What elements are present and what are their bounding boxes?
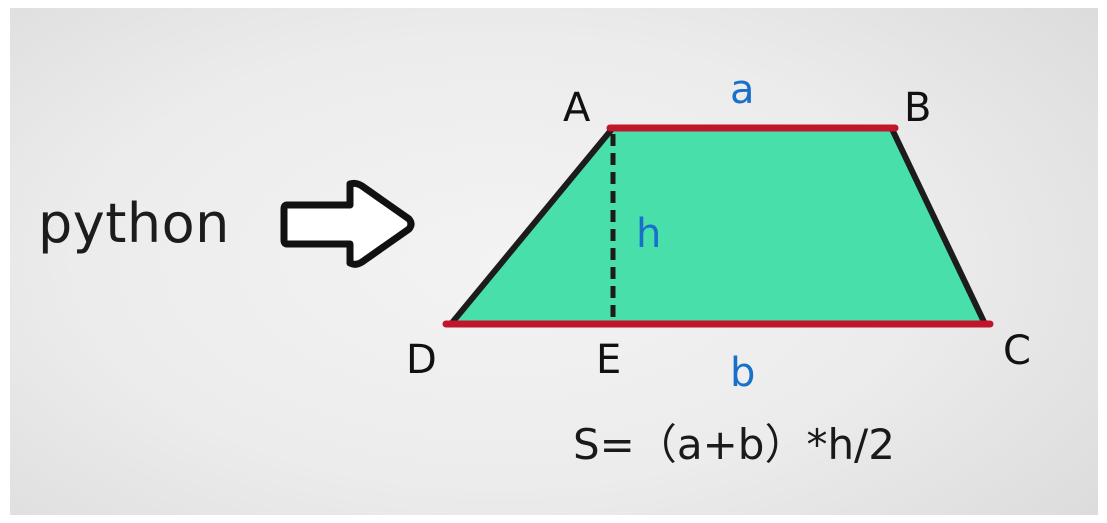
vertex-c-label: C xyxy=(1003,328,1031,374)
hollow-right-arrow-icon xyxy=(280,179,415,268)
vertex-b-label: B xyxy=(904,85,932,131)
leg-ad xyxy=(448,126,615,327)
python-label: python xyxy=(38,192,230,255)
vertex-d-label: D xyxy=(406,337,437,383)
trapezoid-fill xyxy=(451,128,985,324)
leg-bc xyxy=(889,126,988,327)
bottom-base-label: b xyxy=(730,350,756,396)
area-formula: S=（a+b）*h/2 xyxy=(573,420,895,469)
height-label: h xyxy=(636,211,662,257)
vertex-e-label: E xyxy=(596,337,622,383)
top-base-label: a xyxy=(730,67,755,113)
vertex-a-label: A xyxy=(563,85,591,131)
